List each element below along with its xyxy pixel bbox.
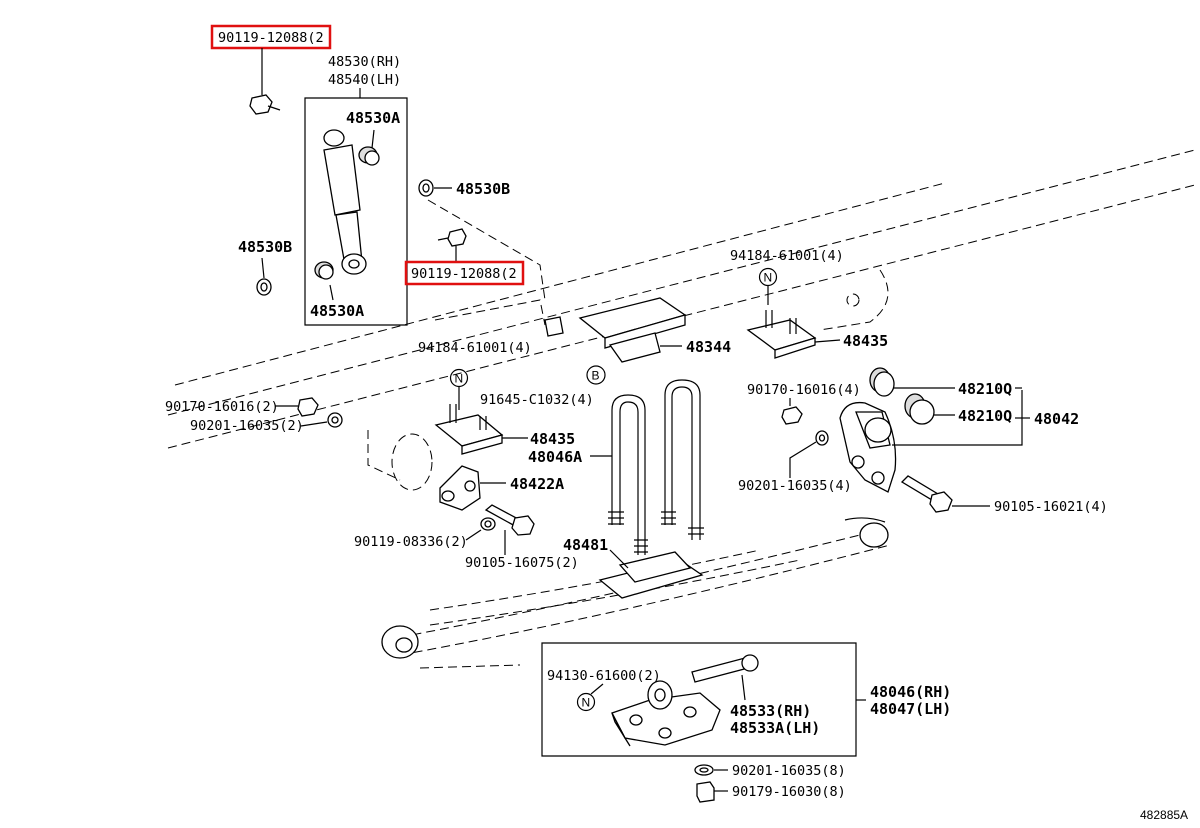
svg-text:48481: 48481 (563, 536, 608, 554)
spring-seat-48435-right[interactable]: 48435 (746, 310, 888, 359)
bushing-48530a-bottom (314, 261, 334, 280)
bracket-48344[interactable]: 48344 (544, 297, 731, 363)
svg-text:94184-61001(4): 94184-61001(4) (730, 248, 844, 264)
svg-text:90105-16021(4): 90105-16021(4) (994, 499, 1108, 515)
nut-94184-61001-top-right[interactable]: 94184-61001(4) N (730, 248, 844, 305)
washer-90119-08336[interactable]: 90119-08336(2) (354, 517, 496, 550)
svg-text:90170-16016(4): 90170-16016(4) (747, 382, 861, 398)
bushing-48530b-left[interactable]: 48530B (238, 238, 292, 296)
bushing-48210q-bottom[interactable]: 48210Q (904, 393, 1022, 425)
svg-text:90119-08336(2): 90119-08336(2) (354, 534, 468, 550)
svg-text:48540(LH): 48540(LH) (328, 72, 401, 88)
diagram-code: 482885A (1140, 808, 1188, 822)
svg-text:N: N (455, 372, 464, 386)
svg-text:48435: 48435 (530, 430, 575, 448)
shackle-48042[interactable]: 48042 (839, 390, 1079, 493)
svg-text:48533(RH): 48533(RH) (730, 702, 811, 720)
svg-text:90105-16075(2): 90105-16075(2) (465, 555, 579, 571)
svg-text:91645-C1032(4): 91645-C1032(4) (480, 392, 594, 408)
svg-text:48046(RH): 48046(RH) (870, 683, 951, 701)
svg-text:48210Q: 48210Q (958, 380, 1012, 398)
shock-absorber (323, 129, 367, 275)
svg-text:48533A(LH): 48533A(LH) (730, 719, 820, 737)
svg-text:48046A: 48046A (528, 448, 582, 466)
svg-text:48530(RH): 48530(RH) (328, 54, 401, 70)
svg-text:90119-12088(2: 90119-12088(2 (218, 30, 324, 46)
pin-48533 (691, 654, 759, 701)
bushing-48530b-right[interactable]: 48530B (418, 179, 510, 198)
svg-text:94184-61001(4): 94184-61001(4) (418, 340, 532, 356)
shock-absorber-group[interactable]: 48530(RH) 48540(LH) 48530A 48530A (304, 54, 408, 326)
bolt-90119-12088-top[interactable]: 90119-12088(2 (210, 24, 332, 115)
spring-hanger-group[interactable]: 94130-61600(2) N 48533(RH) 48533A(LH) 48… (541, 642, 951, 757)
bolt-91645-c1032[interactable]: B 91645-C1032(4) (480, 365, 606, 408)
svg-text:90119-12088(2: 90119-12088(2 (411, 266, 517, 282)
nut-90179-16030-bottom[interactable]: 90179-16030(8) (696, 781, 846, 803)
svg-text:90179-16030(8): 90179-16030(8) (732, 784, 846, 800)
svg-text:48435: 48435 (843, 332, 888, 350)
bolt-90105-16075[interactable]: 90105-16075(2) (465, 504, 579, 571)
svg-text:94130-61600(2): 94130-61600(2) (547, 668, 661, 684)
u-bolt-48046a[interactable]: 48046A (528, 379, 704, 555)
svg-text:48530A: 48530A (346, 109, 400, 127)
svg-text:90201-16035(8): 90201-16035(8) (732, 763, 846, 779)
nut-90170-16016-right[interactable]: 90170-16016(4) (747, 382, 861, 425)
bushing-48530a-top (358, 146, 380, 166)
bolt-90119-12088-mid[interactable]: 90119-12088(2 (404, 228, 525, 286)
svg-text:48042: 48042 (1034, 410, 1079, 428)
svg-text:48530B: 48530B (238, 238, 292, 256)
svg-text:48530A: 48530A (310, 302, 364, 320)
washer-90201-16035-right[interactable]: 90201-16035(4) (738, 430, 852, 494)
svg-text:N: N (764, 271, 773, 285)
svg-text:90201-16035(2): 90201-16035(2) (190, 418, 304, 434)
spring-hanger (611, 680, 721, 747)
frame-rail (167, 149, 1196, 491)
spring-pad-48481[interactable]: 48481 (563, 536, 704, 599)
svg-text:90201-16035(4): 90201-16035(4) (738, 478, 852, 494)
svg-text:48530B: 48530B (456, 180, 510, 198)
bolt-90105-16021[interactable]: 90105-16021(4) (900, 475, 1108, 515)
svg-text:48422A: 48422A (510, 475, 564, 493)
svg-text:48047(LH): 48047(LH) (870, 700, 951, 718)
bushing-48210q-top[interactable]: 48210Q (869, 367, 1022, 398)
svg-text:48210Q: 48210Q (958, 407, 1012, 425)
svg-text:90170-16016(2): 90170-16016(2) (165, 399, 279, 415)
svg-text:48344: 48344 (686, 338, 731, 356)
nut-90170-16016-left[interactable]: 90170-16016(2) (165, 397, 319, 417)
bumper-48422a[interactable]: 48422A (439, 465, 564, 511)
nut-94184-61001-left[interactable]: 94184-61001(4) N (418, 340, 532, 410)
washer-90201-16035-bottom[interactable]: 90201-16035(8) (694, 763, 846, 779)
spring-seat-48435-left[interactable]: 48435 (434, 404, 575, 455)
washer-90201-16035-left[interactable]: 90201-16035(2) (190, 412, 343, 434)
svg-text:B: B (592, 369, 600, 383)
svg-text:N: N (582, 696, 591, 710)
leaf-spring-phantom (381, 517, 891, 669)
